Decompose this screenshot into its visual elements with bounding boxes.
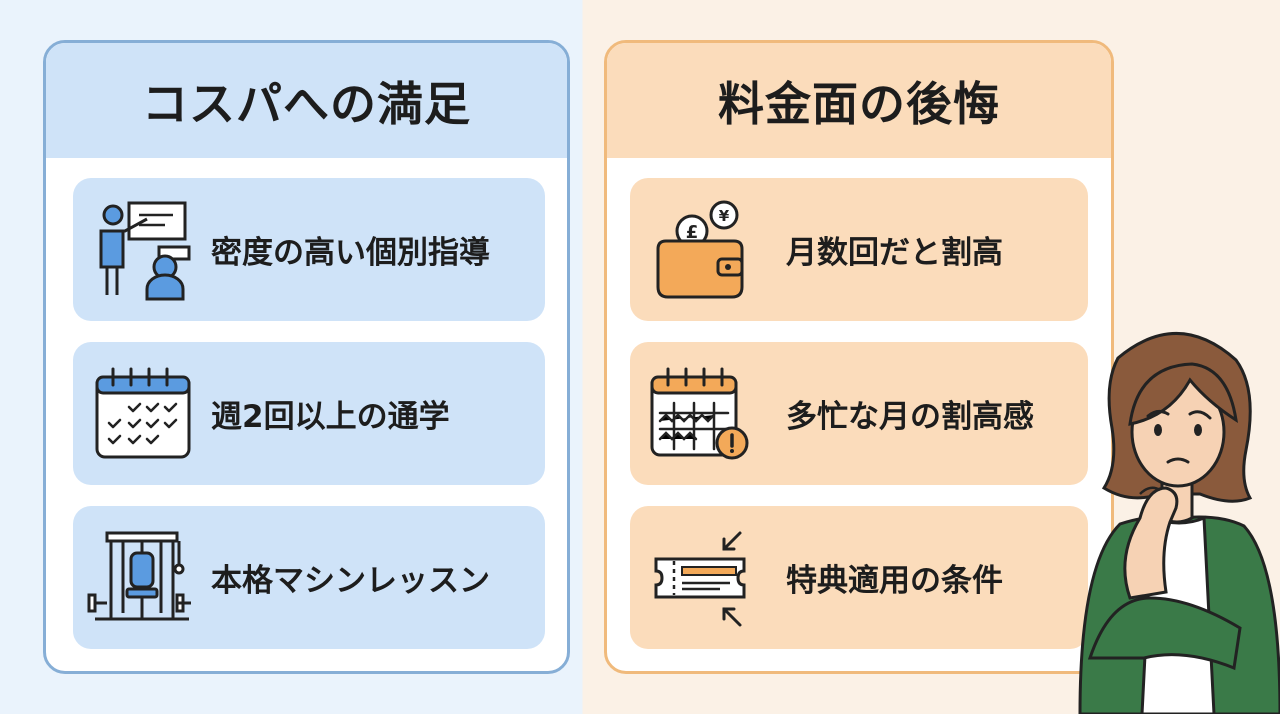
satisfaction-item-label: 密度の高い個別指導 <box>211 235 490 271</box>
satisfaction-item-attendance: 週2回以上の通学 <box>73 342 545 485</box>
gym-machine-icon <box>87 531 191 620</box>
regret-item-busy-month: 多忙な月の割高感 <box>630 342 1088 485</box>
satisfaction-item-machine-lesson: 本格マシンレッスン <box>73 506 545 649</box>
calendar-warning-icon <box>650 367 749 459</box>
teacher-student-icon <box>99 201 191 300</box>
svg-text:¥: ¥ <box>719 207 730 225</box>
regret-item-label: 多忙な月の割高感 <box>786 399 1034 435</box>
regret-item-bonus-conditions: 特典適用の条件 <box>630 506 1088 649</box>
satisfaction-panel: コスパへの満足 密度の高い個別指導 <box>43 40 570 674</box>
regret-item-label: 特典適用の条件 <box>786 563 1003 599</box>
regret-panel: 料金面の後悔 £ ¥ 月数回だと割高 <box>604 40 1114 674</box>
wallet-coins-icon: £ ¥ <box>656 200 744 298</box>
calendar-checks-icon <box>95 367 191 458</box>
regret-item-label: 月数回だと割高 <box>786 235 1003 271</box>
ticket-icon <box>654 531 746 626</box>
regret-panel-title: 料金面の後悔 <box>607 43 1111 158</box>
satisfaction-item-individual-coaching: 密度の高い個別指導 <box>73 178 545 321</box>
worried-woman-illustration <box>1078 332 1280 714</box>
satisfaction-item-label: 本格マシンレッスン <box>211 563 490 599</box>
satisfaction-panel-title: コスパへの満足 <box>46 43 567 158</box>
svg-text:£: £ <box>686 222 699 243</box>
satisfaction-item-label: 週2回以上の通学 <box>211 399 450 435</box>
regret-item-few-visits: £ ¥ 月数回だと割高 <box>630 178 1088 321</box>
